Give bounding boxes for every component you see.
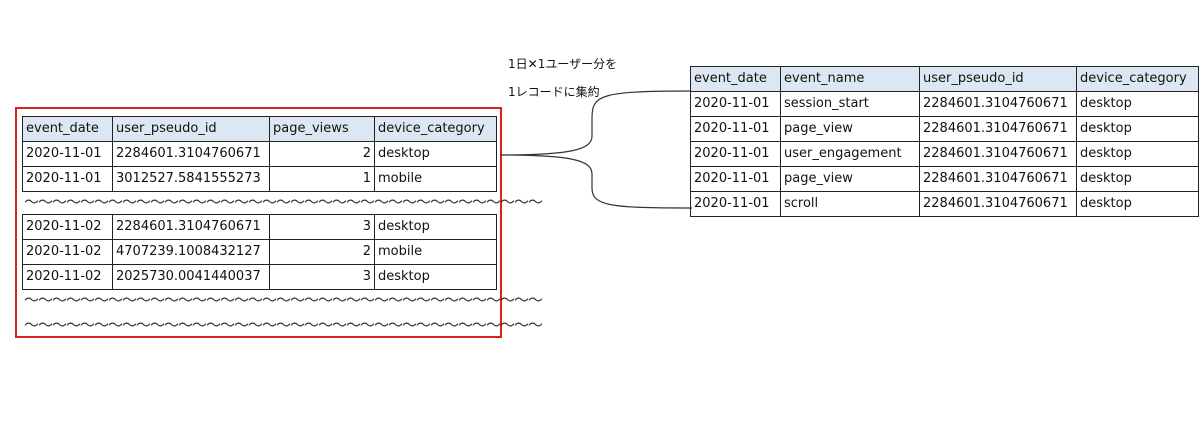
- cell-user-pseudo-id: 2025730.0041440037: [112, 264, 270, 290]
- cell-event-date: 2020-11-02: [22, 264, 113, 290]
- cell-device-category: mobile: [374, 239, 497, 265]
- cell-device-category: desktop: [1076, 91, 1199, 117]
- cell-event-date: 2020-11-02: [22, 214, 113, 240]
- table-row: 2020-11-02 4707239.1008432127 2 mobile: [22, 239, 497, 265]
- header-device-category: device_category: [374, 116, 497, 142]
- cell-device-category: mobile: [374, 166, 497, 192]
- table-row: 2020-11-01 user_engagement 2284601.31047…: [690, 141, 1199, 167]
- table-row: 2020-11-01 3012527.5841555273 1 mobile: [22, 166, 497, 192]
- aggregated-table-group2: 2020-11-02 2284601.3104760671 3 desktop …: [22, 214, 497, 290]
- table-row: 2020-11-01 session_start 2284601.3104760…: [690, 91, 1199, 117]
- aggregation-note: 1日✕1ユーザー分を 1レコードに集約: [508, 50, 617, 106]
- cell-user-pseudo-id: 2284601.3104760671: [919, 141, 1077, 167]
- cell-event-date: 2020-11-01: [690, 116, 781, 142]
- cell-user-pseudo-id: 2284601.3104760671: [919, 191, 1077, 217]
- cell-user-pseudo-id: 2284601.3104760671: [112, 214, 270, 240]
- cell-event-name: page_view: [780, 166, 920, 192]
- omission-wave: 〜〜〜〜〜〜〜〜〜〜〜〜〜〜〜〜〜〜〜〜〜〜〜〜〜〜〜〜〜〜〜〜〜〜〜〜〜: [24, 316, 543, 334]
- header-user-pseudo-id: user_pseudo_id: [919, 66, 1077, 92]
- cell-event-name: page_view: [780, 116, 920, 142]
- header-user-pseudo-id: user_pseudo_id: [112, 116, 270, 142]
- aggregated-table-group1: event_date user_pseudo_id page_views dev…: [22, 116, 497, 192]
- header-event-name: event_name: [780, 66, 920, 92]
- cell-event-date: 2020-11-02: [22, 239, 113, 265]
- table-row: 2020-11-02 2284601.3104760671 3 desktop: [22, 214, 497, 240]
- cell-event-name: session_start: [780, 91, 920, 117]
- table-row: 2020-11-01 2284601.3104760671 2 desktop: [22, 141, 497, 167]
- cell-user-pseudo-id: 2284601.3104760671: [919, 116, 1077, 142]
- cell-device-category: desktop: [374, 214, 497, 240]
- cell-device-category: desktop: [1076, 116, 1199, 142]
- cell-event-date: 2020-11-01: [690, 166, 781, 192]
- cell-user-pseudo-id: 3012527.5841555273: [112, 166, 270, 192]
- table-row: 2020-11-02 2025730.0041440037 3 desktop: [22, 264, 497, 290]
- cell-event-date: 2020-11-01: [690, 191, 781, 217]
- table-row: 2020-11-01 page_view 2284601.3104760671 …: [690, 116, 1199, 142]
- table-row: 2020-11-01 page_view 2284601.3104760671 …: [690, 166, 1199, 192]
- cell-page-views: 3: [269, 214, 375, 240]
- raw-events-table: event_date event_name user_pseudo_id dev…: [690, 66, 1199, 217]
- cell-event-date: 2020-11-01: [690, 141, 781, 167]
- aggregation-highlight-frame: [15, 107, 502, 338]
- cell-event-date: 2020-11-01: [22, 166, 113, 192]
- events-header-row: event_date event_name user_pseudo_id dev…: [690, 66, 1199, 92]
- cell-event-date: 2020-11-01: [690, 91, 781, 117]
- omission-wave: 〜〜〜〜〜〜〜〜〜〜〜〜〜〜〜〜〜〜〜〜〜〜〜〜〜〜〜〜〜〜〜〜〜〜〜〜〜: [24, 193, 543, 211]
- note-line-1: 1日✕1ユーザー分を: [508, 57, 618, 71]
- cell-device-category: desktop: [1076, 141, 1199, 167]
- cell-page-views: 2: [269, 141, 375, 167]
- cell-user-pseudo-id: 2284601.3104760671: [919, 166, 1077, 192]
- cell-device-category: desktop: [374, 141, 497, 167]
- cell-device-category: desktop: [374, 264, 497, 290]
- cell-user-pseudo-id: 2284601.3104760671: [919, 91, 1077, 117]
- cell-user-pseudo-id: 2284601.3104760671: [112, 141, 270, 167]
- cell-user-pseudo-id: 4707239.1008432127: [112, 239, 270, 265]
- omission-wave: 〜〜〜〜〜〜〜〜〜〜〜〜〜〜〜〜〜〜〜〜〜〜〜〜〜〜〜〜〜〜〜〜〜〜〜〜〜: [24, 291, 543, 309]
- table-row: 2020-11-01 scroll 2284601.3104760671 des…: [690, 191, 1199, 217]
- cell-event-name: scroll: [780, 191, 920, 217]
- cell-event-name: user_engagement: [780, 141, 920, 167]
- cell-device-category: desktop: [1076, 191, 1199, 217]
- header-device-category: device_category: [1076, 66, 1199, 92]
- cell-device-category: desktop: [1076, 166, 1199, 192]
- note-line-2: 1レコードに集約: [508, 85, 600, 99]
- header-event-date: event_date: [690, 66, 781, 92]
